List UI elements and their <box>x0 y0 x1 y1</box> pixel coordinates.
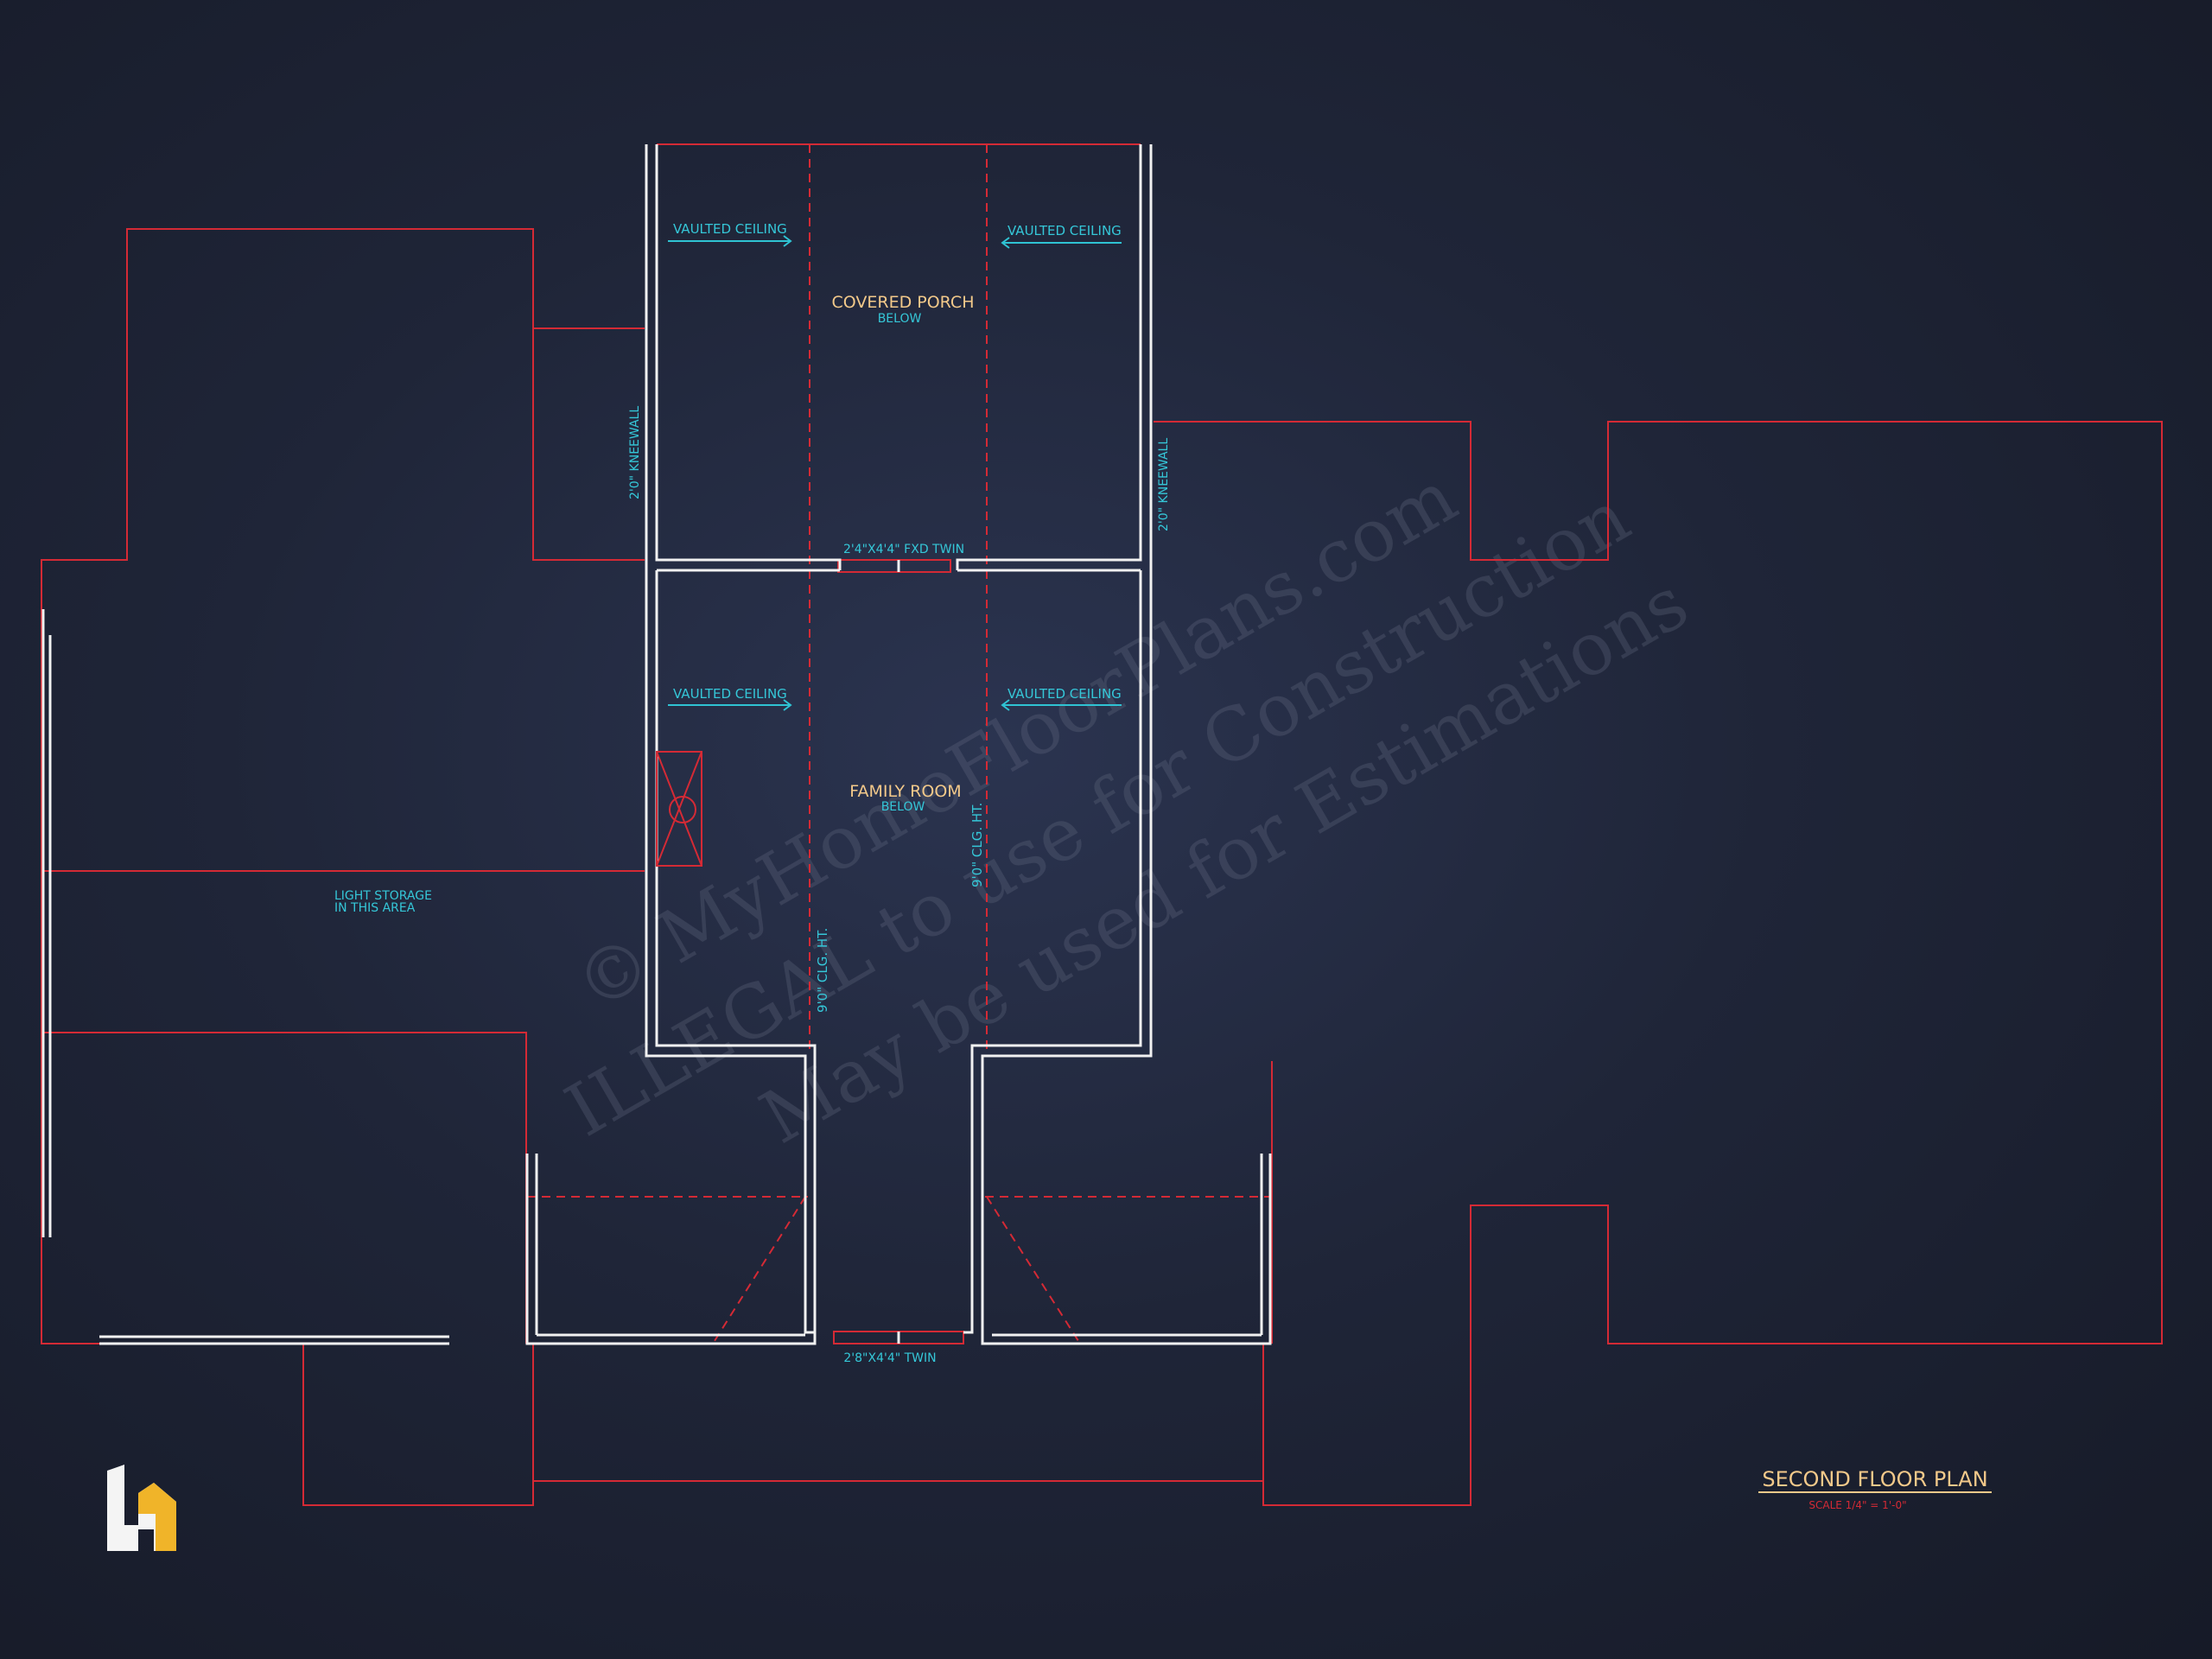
fireplace-symbol <box>656 751 702 867</box>
family-room-note: BELOW <box>881 800 925 814</box>
ceiling-height-label: 9'0" CLG. HT. <box>969 803 985 887</box>
kneewall-label: 2'0" KNEEWALL <box>1157 438 1171 531</box>
vaulted-ceiling-label: VAULTED CEILING <box>673 686 787 702</box>
storage-label-line1: LIGHT STORAGE <box>334 889 432 903</box>
window-bottom-label: 2'8"X4'4" TWIN <box>843 1351 936 1365</box>
vaulted-ceiling-label: VAULTED CEILING <box>1007 223 1122 238</box>
title-block: SECOND FLOOR PLAN SCALE 1/4" = 1'-0" <box>1758 1467 1992 1511</box>
family-room-label: FAMILY ROOM <box>849 782 961 801</box>
storage-label-line2: IN THIS AREA <box>334 901 416 915</box>
lower-floor-outline <box>41 143 2163 1506</box>
plan-title: SECOND FLOOR PLAN <box>1762 1467 1987 1491</box>
plan-scale: SCALE 1/4" = 1'-0" <box>1808 1499 1906 1511</box>
dashed-lines <box>527 144 1270 1344</box>
window-top-label: 2'4"X4'4" FXD TWIN <box>843 543 964 556</box>
vaulted-ceiling-label: VAULTED CEILING <box>673 221 787 237</box>
ceiling-height-label: 9'0" CLG. HT. <box>815 928 830 1013</box>
covered-porch-label: COVERED PORCH <box>832 293 975 312</box>
kneewall-label: 2'0" KNEEWALL <box>628 406 642 499</box>
vaulted-ceiling-arrows <box>668 235 1122 711</box>
covered-porch-note: BELOW <box>878 312 922 326</box>
house-logo-icon <box>107 1465 176 1551</box>
watermark-line2: ILLEGAL to use for Construction <box>552 474 1643 1154</box>
vaulted-ceiling-label: VAULTED CEILING <box>1007 686 1122 702</box>
